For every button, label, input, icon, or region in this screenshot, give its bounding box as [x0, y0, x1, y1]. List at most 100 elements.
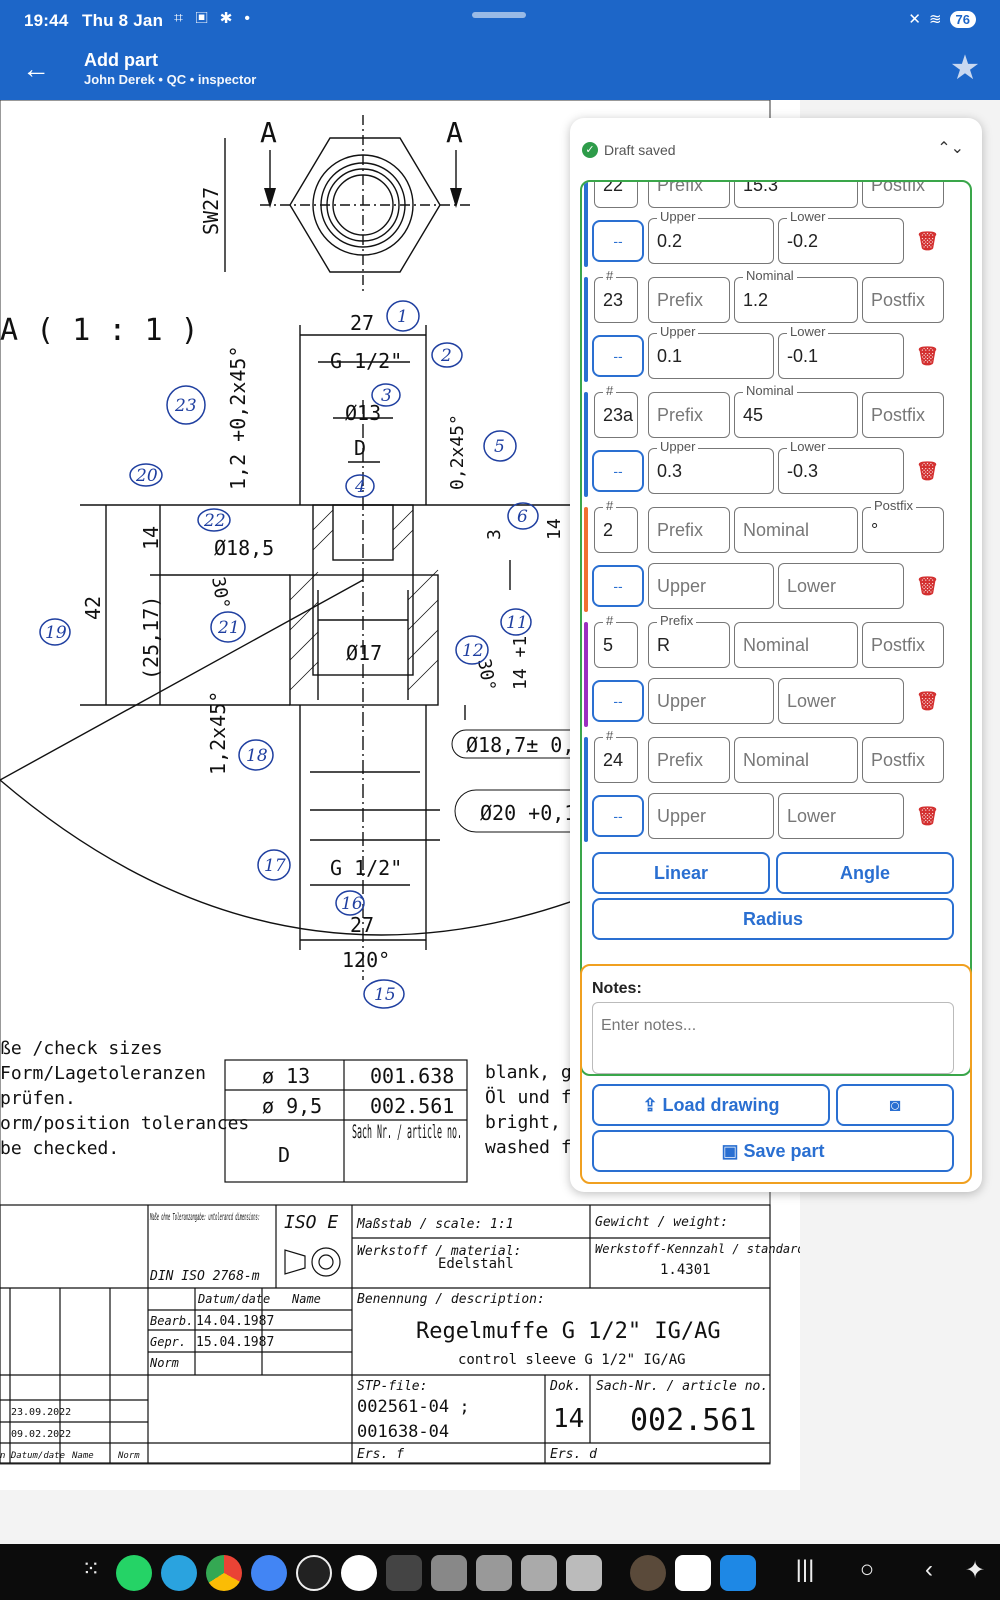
folder-apps-4-icon[interactable]	[566, 1555, 602, 1591]
watch-app-icon[interactable]	[630, 1555, 666, 1591]
balloon-6: 6	[517, 507, 528, 527]
whatsapp-icon[interactable]	[116, 1555, 152, 1591]
delete-row-icon[interactable]: 🗑︎	[916, 231, 939, 251]
row-nominal-field[interactable]: Nominal 1.2	[734, 269, 858, 323]
dimension-list[interactable]: # 22 Prefix Nominal 15.3 Postfix -- Uppe…	[580, 180, 972, 1076]
row-upper-field[interactable]: Upper	[648, 793, 774, 839]
delete-row-icon[interactable]: 🗑︎	[916, 691, 939, 711]
folder-apps-2-icon[interactable]	[476, 1555, 512, 1591]
row-number-field[interactable]: # 2	[594, 499, 638, 553]
dim-ang30-left: 30°	[207, 575, 233, 611]
null-app-icon[interactable]	[296, 1555, 332, 1591]
folder-apps-3-icon[interactable]	[521, 1555, 557, 1591]
nav-back-icon[interactable]: ‹	[925, 1556, 933, 1583]
row-nominal-field[interactable]: Nominal	[734, 622, 858, 668]
dim-d: D	[354, 436, 366, 460]
tb-standard: 1.4301	[660, 1262, 711, 1278]
row-lower-field[interactable]: Lower	[778, 678, 904, 724]
row-prefix-field[interactable]: Prefix	[648, 277, 730, 323]
gmail-icon[interactable]	[675, 1555, 711, 1591]
folder-apps-1-icon[interactable]	[431, 1555, 467, 1591]
row-number-field[interactable]: # 5	[594, 614, 638, 668]
star-icon[interactable]: ★	[949, 49, 981, 87]
angle-button[interactable]: Angle	[776, 852, 954, 894]
balloon-19: 19	[45, 623, 67, 643]
dim-d18-5: Ø18,5	[214, 536, 274, 560]
row-lower-field[interactable]: Lower -0.2	[778, 210, 904, 264]
row-prefix-field[interactable]: Prefix	[648, 182, 730, 208]
row-lower-field[interactable]: Lower	[778, 563, 904, 609]
app-drawer-icon[interactable]: ⁙	[81, 1556, 101, 1581]
row-prefix-field[interactable]: Prefix	[648, 392, 730, 438]
row-postfix-field[interactable]: Postfix	[862, 737, 944, 783]
tolerance-mode-button[interactable]: --	[592, 335, 644, 377]
row-upper-field[interactable]: Upper 0.1	[648, 325, 774, 379]
row-lower-field[interactable]: Lower -0.3	[778, 440, 904, 494]
row-nominal-field[interactable]: Nominal 15.3	[734, 182, 858, 208]
check-icon: ✓	[582, 142, 598, 158]
tb-gepr-date: 15.04.1987	[196, 1335, 274, 1350]
row-nominal-field[interactable]: Nominal 45	[734, 384, 858, 438]
tb-rev-label-2: Name	[71, 1451, 94, 1461]
row-upper-field[interactable]: Upper	[648, 678, 774, 724]
table-r3c2: Sach Nr. / article no.	[352, 1121, 462, 1143]
delete-row-icon[interactable]: 🗑︎	[916, 346, 939, 366]
radius-button[interactable]: Radius	[592, 898, 954, 940]
row-upper-field[interactable]: Upper	[648, 563, 774, 609]
dim-h14-plus: 14 +1	[510, 636, 531, 690]
tolerance-mode-button[interactable]: --	[592, 795, 644, 837]
row-lower-field[interactable]: Lower	[778, 793, 904, 839]
row-upper-field[interactable]: Upper 0.3	[648, 440, 774, 494]
tb-iso: ISO E	[284, 1212, 338, 1233]
back-arrow-icon[interactable]: ←	[22, 53, 50, 84]
wifi-icon: ≋	[928, 11, 942, 28]
layers-app-icon[interactable]	[720, 1555, 756, 1591]
delete-row-icon[interactable]: 🗑︎	[916, 806, 939, 826]
drag-handle[interactable]	[472, 12, 526, 18]
linear-button[interactable]: Linear	[592, 852, 770, 894]
row-nominal-field[interactable]: Nominal	[734, 737, 858, 783]
row-number-label: #	[603, 269, 617, 283]
dim-d17: Ø17	[346, 641, 382, 665]
accessibility-icon[interactable]: ✦	[964, 1557, 986, 1584]
row-nominal-field[interactable]: Nominal	[734, 507, 858, 553]
page-subtitle: John Derek • QC • inspector	[84, 72, 257, 87]
tb-desc-en: control sleeve G 1/2" IG/AG	[458, 1352, 686, 1368]
row-number-field[interactable]: # 23	[594, 269, 638, 323]
delete-row-icon[interactable]: 🗑︎	[916, 461, 939, 481]
tolerance-mode-button[interactable]: --	[592, 220, 644, 262]
tolerance-mode-button[interactable]: --	[592, 680, 644, 722]
row-postfix-field[interactable]: Postfix °	[862, 499, 944, 553]
row-upper-field[interactable]: Upper 0.2	[648, 210, 774, 264]
notes-input[interactable]: Enter notes...	[592, 1002, 954, 1074]
table-r2c2: 002.561	[370, 1094, 454, 1118]
chrome-icon[interactable]	[206, 1555, 242, 1591]
row-prefix-field[interactable]: Prefix	[648, 507, 730, 553]
row-prefix-field[interactable]: Prefix R	[648, 614, 730, 668]
home-icon[interactable]: ○	[859, 1556, 875, 1583]
row-number-field[interactable]: # 24	[594, 729, 638, 783]
row-postfix-field[interactable]: Postfix	[862, 182, 944, 208]
row-number-field[interactable]: # 22	[594, 182, 638, 208]
load-drawing-button[interactable]: ⇪ Load drawing	[592, 1084, 830, 1126]
recents-icon[interactable]: |||	[795, 1556, 815, 1583]
delete-row-icon[interactable]: 🗑︎	[916, 576, 939, 596]
collapse-icon[interactable]: ⌃⌄	[937, 140, 964, 157]
translate-icon[interactable]	[251, 1555, 287, 1591]
row-postfix-field[interactable]: Postfix	[862, 277, 944, 323]
row-postfix-field[interactable]: Postfix	[862, 392, 944, 438]
row-number-field[interactable]: # 23a	[594, 384, 638, 438]
tolerance-mode-button[interactable]: --	[592, 450, 644, 492]
tolerance-mode-button[interactable]: --	[592, 565, 644, 607]
row-postfix-field[interactable]: Postfix	[862, 622, 944, 668]
calculator-icon[interactable]	[386, 1555, 422, 1591]
row-lower-field[interactable]: Lower -0.1	[778, 325, 904, 379]
telegram-icon[interactable]	[161, 1555, 197, 1591]
tb-standard-label: Werkstoff-Kennzahl / standard:	[595, 1242, 800, 1256]
tb-stp: 002561-04 ;	[357, 1397, 470, 1417]
camera-button[interactable]: ◙	[836, 1084, 954, 1126]
row-prefix-field[interactable]: Prefix	[648, 737, 730, 783]
chatgpt-icon[interactable]	[341, 1555, 377, 1591]
save-part-button[interactable]: ▣ Save part	[592, 1130, 954, 1172]
dim-chamfer-right: 0,2x45°	[447, 414, 468, 490]
